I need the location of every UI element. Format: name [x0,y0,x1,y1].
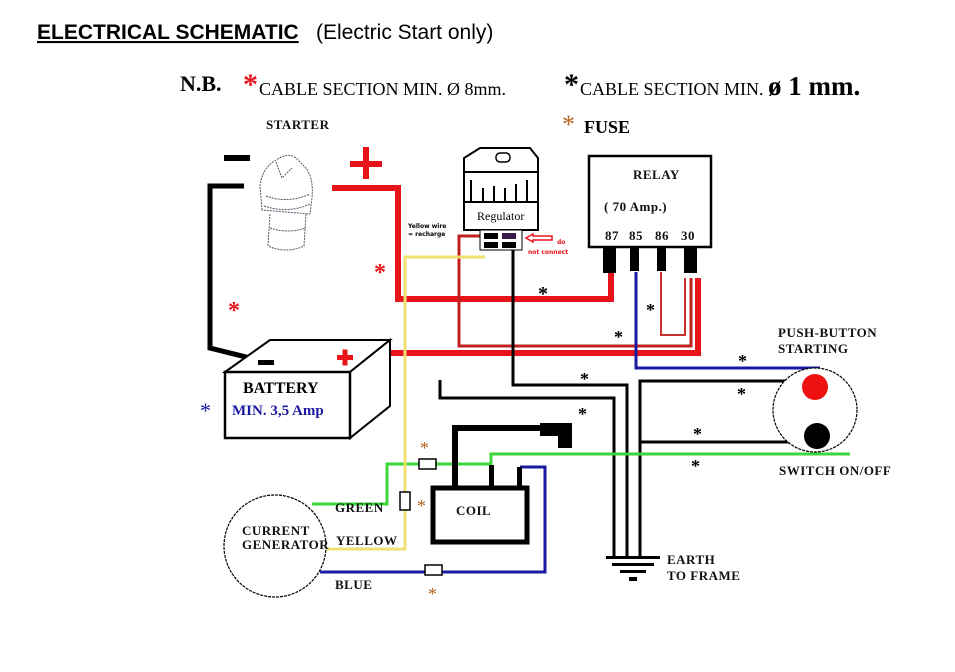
coil-terminal-blue [517,467,522,488]
legend-black-cable: CABLE SECTION MIN. ø 1 mm. [580,71,860,101]
wire-red-battery-pos [368,278,701,356]
wire-darkred-relay-86 [660,272,686,336]
earth-label-2: TO FRAME [667,568,740,583]
black-asterisk-icon: * [614,327,623,347]
coil-label: COIL [456,503,491,518]
regulator-label: Regulator [477,209,524,223]
red-asterisk-icon: * [243,68,258,101]
battery-minus-sign [258,360,274,365]
relay-rating: ( 70 Amp.) [604,199,667,214]
regulator-note-recharge: = recharge [408,231,445,238]
relay-terminal-86 [657,247,666,271]
relay-label: RELAY [633,167,680,182]
generator-label-1: CURRENT [242,523,310,538]
wire-red-regulator-relay [457,234,693,348]
coil-terminal-green [489,465,494,488]
nb-label: N.B. [180,71,222,96]
relay-terminal-85 [630,247,639,271]
fuse-asterisk-icon: * [562,110,575,139]
black-asterisk-icon: * [580,369,589,389]
black-asterisk-icon: * [564,68,579,101]
red-asterisk-icon: * [228,298,240,324]
push-button-label-1: PUSH-BUTTON [778,325,877,340]
starter-plus-sign [350,147,382,179]
fuse-yellow [399,491,411,511]
regulator [463,147,539,251]
coil-hv-lead [452,425,560,488]
schematic-subtitle: (Electric Start only) [316,21,493,44]
relay-pin-86: 86 [655,228,669,243]
black-asterisk-icon: * [693,424,702,444]
spark-plug-cap-icon [540,423,572,448]
legend-red-cable: CABLE SECTION MIN. Ø 8mm. [259,79,506,99]
generator-label-2: GENERATOR [242,537,329,552]
relay-pin-30: 30 [681,228,695,243]
relay-box [587,154,713,249]
battery-label: BATTERY [243,380,319,397]
black-asterisk-icon: * [737,384,746,404]
fuse-asterisk-icon: * [420,438,429,458]
relay-terminal-87 [603,247,616,273]
wire-green [312,452,850,506]
wire-black-pushbutton-earth [638,379,800,558]
relay-terminal-30 [684,247,697,273]
regulator-note-do: do [557,239,565,246]
black-asterisk-icon: * [538,283,548,305]
earth-ground-icon [606,556,660,581]
regulator-note-yellow: Yellow wire [407,223,446,230]
switch-housing [772,367,858,453]
wire-label-green: GREEN [335,500,384,515]
push-button-label-2: STARTING [778,341,849,356]
start-button[interactable] [802,374,828,400]
battery-plus-sign [337,349,353,366]
wire-yellow [318,255,485,551]
earth-label-1: EARTH [667,552,715,567]
wire-label-blue: BLUE [335,577,372,592]
starter-minus-sign [224,155,250,161]
red-asterisk-icon: * [374,260,386,286]
black-asterisk-icon: * [691,456,700,476]
battery-spec: MIN. 3,5 Amp [232,403,324,419]
relay-pin-85: 85 [629,228,643,243]
starter-label: STARTER [266,117,330,132]
fuse-asterisk-icon: * [417,496,426,516]
wire-black-coil-earth [438,380,616,558]
wire-black-starter-neg [207,183,259,363]
switch-label: SWITCH ON/OFF [779,463,891,478]
fuse-blue [424,564,443,576]
black-asterisk-icon: * [646,300,655,320]
blue-asterisk-icon: * [200,398,211,423]
schematic-title: ELECTRICAL SCHEMATIC [37,21,299,44]
wire-blue-relay-pushbutton [634,272,820,370]
wire-black-regulator-earth [511,245,629,558]
relay-pin-87: 87 [605,228,619,243]
wire-label-yellow: YELLOW [336,533,398,548]
on-off-switch[interactable] [804,423,830,449]
coil-box [430,485,530,545]
arrow-left-icon [524,232,553,244]
regulator-note-not-connect: not connect [528,249,568,256]
current-generator [223,494,327,598]
black-asterisk-icon: * [738,351,747,371]
wire-red-starter-pos [332,185,614,302]
legend-fuse: FUSE [584,117,630,137]
fuse-green [418,458,437,470]
black-asterisk-icon: * [578,404,587,424]
fuse-asterisk-icon: * [428,584,437,604]
battery [221,337,393,441]
starter-motor-icon [259,154,313,251]
